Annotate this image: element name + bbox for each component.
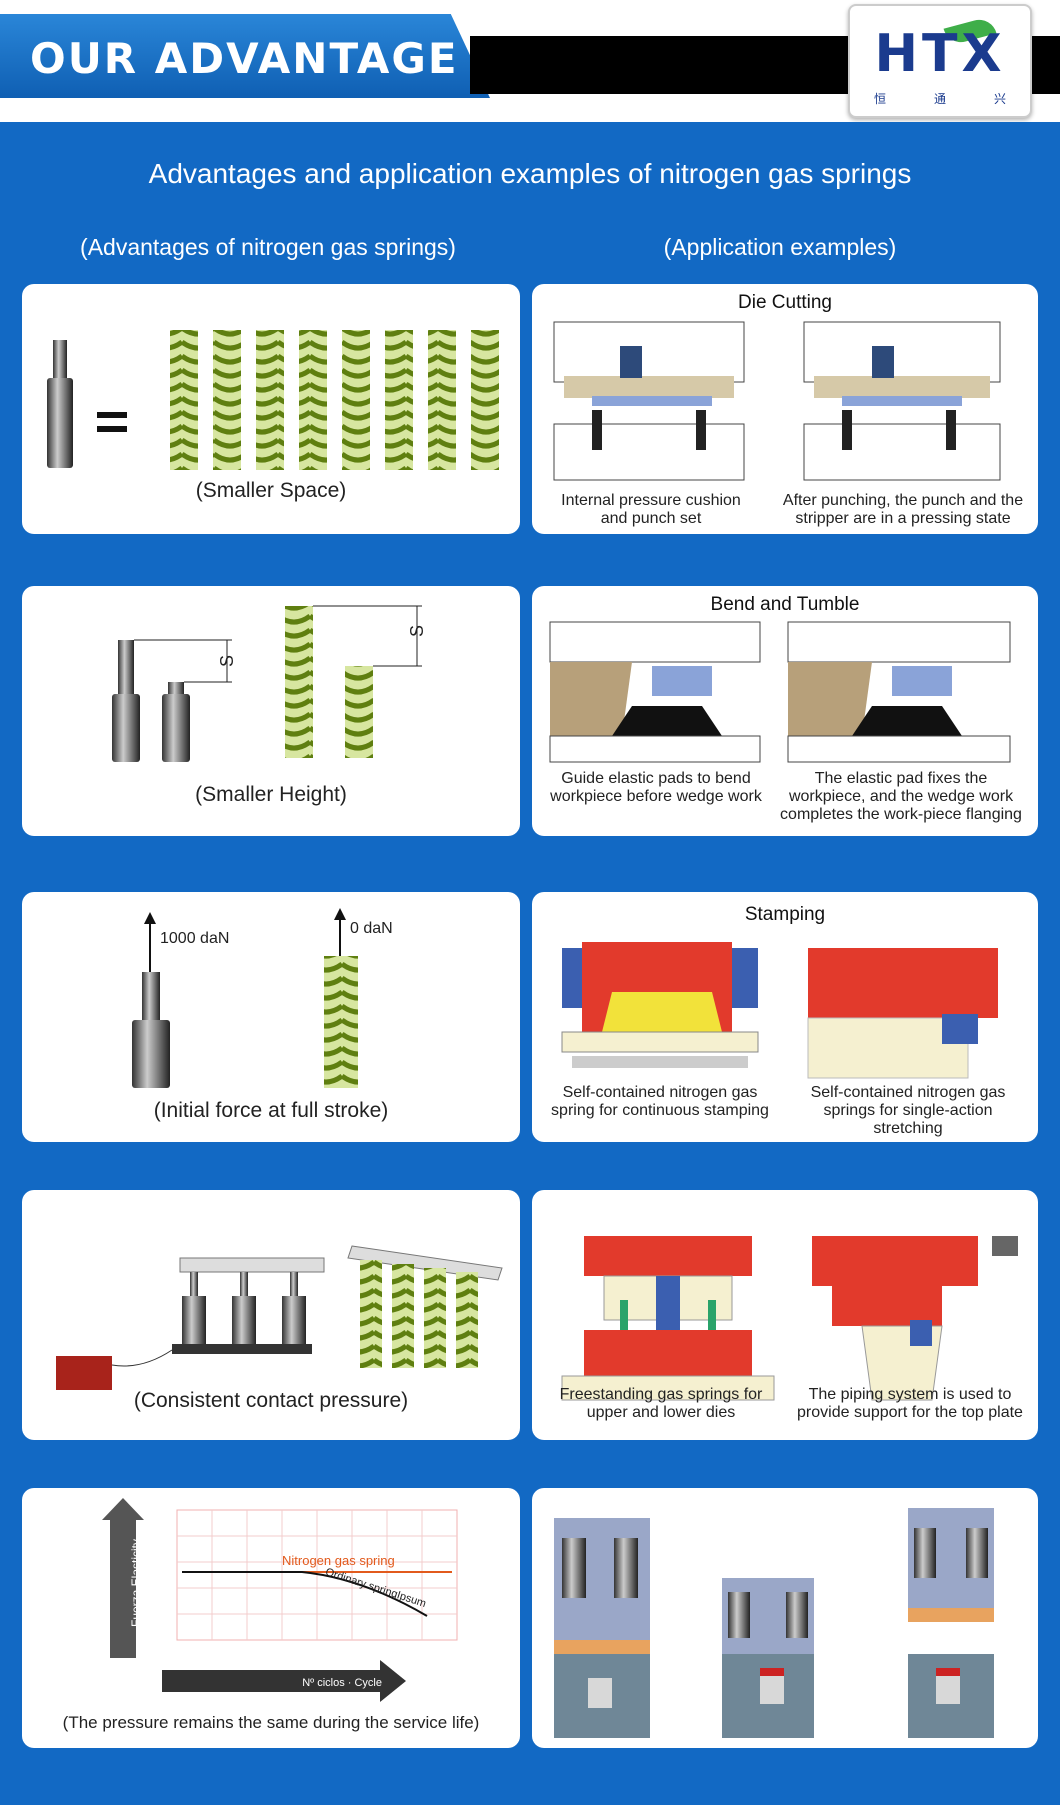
advantage-caption: (Consistent contact pressure) [133, 1389, 409, 1412]
stamping-diagrams [561, 942, 998, 1079]
advantages-heading: (Advantages of nitrogen gas springs) [80, 234, 456, 260]
company-logo: HTX 恒 通 兴 [848, 4, 1032, 118]
x-axis-label: Nº ciclos · Cycle [302, 1677, 382, 1689]
bend-diagram-right [787, 621, 1011, 763]
application-caption: Freestanding gas springs for upper and l… [559, 1386, 763, 1421]
application-title: Die Cutting [738, 292, 832, 313]
space-illustration [47, 330, 499, 470]
gas-spring-rod [53, 340, 67, 380]
punch-diagrams [554, 1508, 994, 1738]
die-diagram-left [553, 321, 745, 481]
applications-heading: (Application examples) [663, 234, 897, 260]
dies-diagram-left [561, 1236, 775, 1401]
gas-series-label: Nitrogen gas spring [282, 1553, 395, 1568]
logo-char: 通 [933, 92, 946, 106]
stamping-diagram-left [561, 942, 759, 1068]
application-title: Bend and Tumble [710, 594, 860, 615]
gas-spring-body [47, 378, 73, 468]
ordinary-spring-line [182, 1571, 428, 1617]
application-caption: After punching, the punch and the stripp… [782, 492, 1024, 527]
logo-char: 兴 [993, 92, 1006, 106]
application-caption: Self-contained nitrogen gas spring for c… [551, 1084, 769, 1119]
coil-force-label: 0 daN [350, 920, 393, 937]
advantage-caption: (Smaller Height) [195, 783, 347, 806]
die-diagram-right [803, 321, 1001, 481]
application-title: Stamping [744, 904, 826, 925]
logo-char: 恒 [873, 92, 886, 106]
application-panel-bend: Bend and Tumble Guide elastic pads to be… [532, 586, 1038, 836]
advantage-caption: (Smaller Space) [195, 479, 347, 502]
application-panel-dies: Freestanding gas springs for upper and l… [532, 1190, 1038, 1440]
application-caption: Self-contained nitrogen gas springs for … [810, 1084, 1006, 1137]
application-caption: Guide elastic pads to bend workpiece bef… [550, 770, 762, 805]
advantage-panel-service-life: Fuerza Elasticity Nº ciclos · Cycle Nitr… [22, 1488, 520, 1748]
application-caption: The piping system is used to provide sup… [797, 1386, 1023, 1421]
application-panel-die-cutting: Die Cutting Internal pressure cushion an… [532, 284, 1038, 534]
punch-diagram-1 [554, 1518, 650, 1738]
pressure-gauge [56, 1356, 112, 1390]
stamping-diagram-right [807, 948, 998, 1079]
advantage-panel-height: S S (Smaller Height) [22, 586, 520, 836]
y-axis-label: Fuerza Elasticity [129, 1538, 143, 1628]
punch-diagram-2 [722, 1578, 814, 1738]
bend-diagram-left [549, 621, 761, 763]
page-title: OUR ADVANTAGE [30, 34, 459, 83]
main-content: Advantages and application examples of n… [0, 122, 1060, 1805]
dies-diagrams [561, 1236, 1018, 1401]
section-title: Advantages and application examples of n… [148, 158, 912, 189]
punch-diagram-3 [908, 1508, 994, 1738]
advantage-panel-pressure: (Consistent contact pressure) [22, 1190, 520, 1440]
application-caption: Internal pressure cushion and punch set [561, 492, 741, 527]
header: OUR ADVANTAGE HTX 恒 通 兴 [0, 0, 1060, 122]
height-illustration [112, 605, 422, 762]
application-caption: The elastic pad fixes the workpiece, and… [780, 770, 1022, 823]
service-life-chart [102, 1498, 458, 1702]
advantage-panel-force: 1000 daN 0 daN (Initial force at full st… [22, 892, 520, 1142]
gas-force-label: 1000 daN [160, 930, 230, 947]
application-panel-punches [532, 1488, 1038, 1748]
bend-diagrams [549, 621, 1011, 763]
header-banner [0, 14, 490, 98]
stroke-label: S [407, 625, 427, 638]
logo-text: HTX [874, 24, 1006, 84]
coil-springs [170, 330, 499, 470]
application-panel-stamping: Stamping Self-contained nitrogen gas spr… [532, 892, 1038, 1142]
pressure-illustration [56, 1245, 503, 1390]
die-cutting-diagrams [553, 321, 1001, 481]
advantage-caption: (The pressure remains the same during th… [62, 1713, 480, 1732]
dies-diagram-right [812, 1236, 1018, 1401]
stroke-label: S [217, 655, 237, 668]
force-illustration [132, 908, 358, 1088]
logo-chinese: 恒 通 兴 [850, 90, 1030, 107]
advantage-panel-space: (Smaller Space) [22, 284, 520, 534]
advantage-caption: (Initial force at full stroke) [153, 1099, 389, 1122]
